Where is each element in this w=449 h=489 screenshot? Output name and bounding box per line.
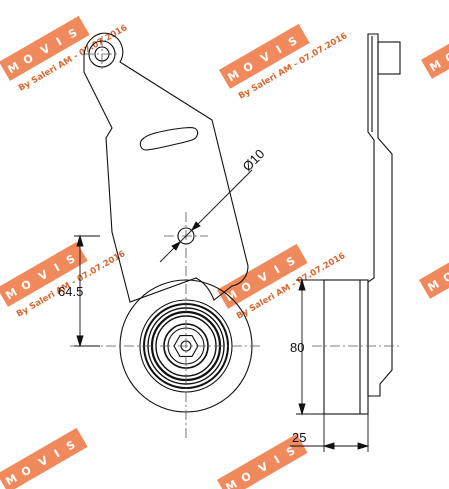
- watermark-letter: I: [272, 453, 282, 466]
- bore-diameter-label: Ø10: [240, 146, 268, 174]
- side-pivot-stub: [377, 41, 401, 75]
- diameter-arrow-bottom: [298, 403, 306, 416]
- bore-diameter-dimension: [159, 169, 253, 263]
- centerlines: [70, 36, 262, 440]
- watermark-middle-left: M O V I S By Saleri AM - 07.07.2016: [0, 241, 127, 320]
- watermark-bottom-left: M O V I S: [0, 427, 88, 489]
- watermark-letter: I: [274, 43, 284, 56]
- watermark-letter: O: [443, 49, 449, 65]
- watermark-letter: I: [52, 261, 62, 274]
- watermark-bottom-center: M O V I S: [216, 433, 308, 489]
- offset-dimension: [74, 234, 100, 348]
- pulley-diameter-label: 80: [290, 340, 304, 355]
- offset-arrow-bottom: [76, 335, 84, 348]
- watermark-letter: O: [441, 269, 449, 285]
- watermark-middle-right: M O: [419, 233, 449, 299]
- adjustment-slot: [139, 127, 199, 151]
- tensioner-arm-outline: [83, 32, 249, 303]
- bore-arrow-2: [190, 221, 201, 232]
- watermark-letter: I: [54, 35, 64, 48]
- offset-label: 64.5: [58, 284, 83, 299]
- diameter-arrow-top: [298, 278, 306, 291]
- pulley-width-dimension: [290, 414, 370, 452]
- width-arrow-left: [322, 442, 335, 450]
- width-arrow-right: [357, 442, 370, 450]
- watermark-middle-center: M O V I S By Saleri AM - 07.07.2016: [216, 243, 347, 322]
- watermark-letter: I: [272, 263, 282, 276]
- tensioner-side-view: [323, 33, 401, 415]
- pulley-diameter-dimension: [296, 278, 324, 416]
- side-pulley: [323, 279, 369, 415]
- bore-arrow-1: [171, 240, 182, 251]
- watermark-top-right: M O: [421, 13, 449, 79]
- watermark-top-center: M O V I S By Saleri AM - 07.07.2016: [218, 23, 349, 102]
- watermark-top-left: M O V I S By Saleri AM - 07.07.2016: [0, 15, 129, 94]
- watermark-letter: M: [223, 478, 239, 489]
- tensioner-front-view: [83, 32, 253, 413]
- offset-arrow-top: [76, 234, 84, 247]
- side-plate: [367, 33, 393, 397]
- watermark-letter: I: [52, 447, 62, 460]
- pulley-width-label: 25: [292, 430, 306, 445]
